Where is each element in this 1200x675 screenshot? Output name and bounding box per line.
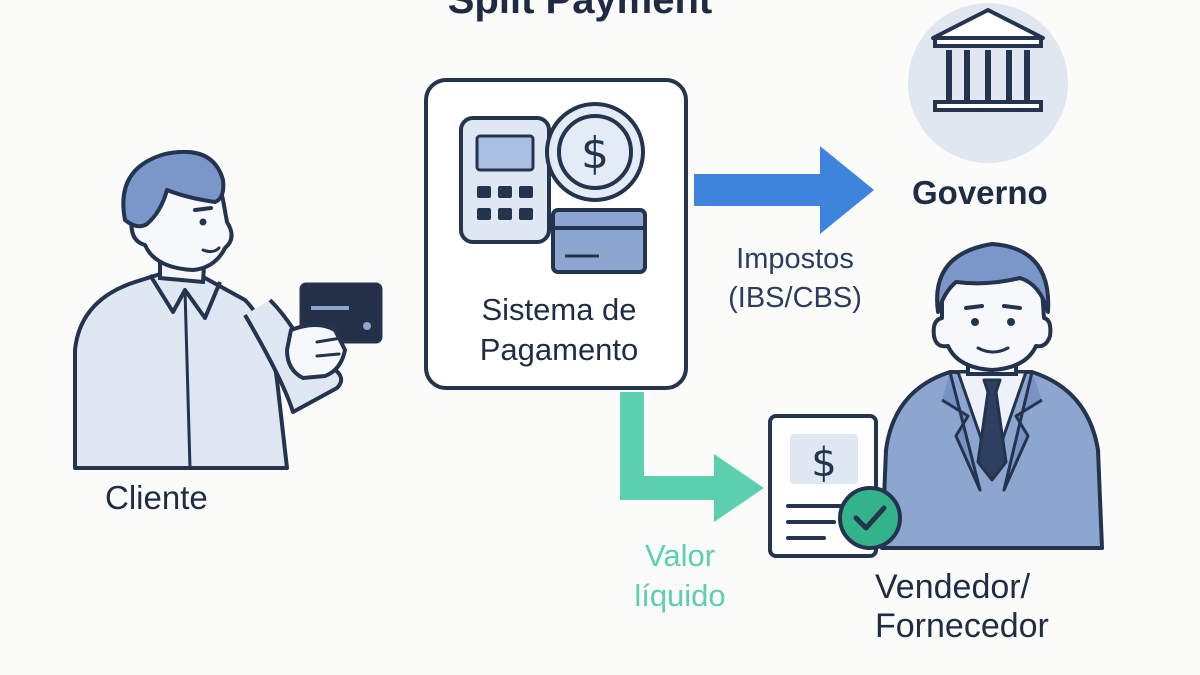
taxes-label-line2: (IBS/CBS) — [728, 282, 862, 315]
credit-card-icon — [551, 208, 647, 274]
taxes-label-line1: Impostos — [736, 243, 854, 275]
bank-icon — [908, 3, 1068, 163]
taxes-label: Impostos (IBS/CBS) — [700, 240, 890, 318]
payment-system-label-line1: Sistema de — [481, 292, 637, 327]
vendedor-label-line1: Vendedor/ — [875, 568, 1031, 606]
dollar-coin-icon: $ — [545, 102, 645, 202]
payment-system-label: Sistema de Pagamento — [428, 290, 690, 371]
vendedor-person-illustration — [880, 242, 1104, 550]
cliente-label: Cliente — [105, 479, 208, 516]
taxes-arrow — [694, 146, 874, 234]
vendedor-label: Vendedor/ Fornecedor — [875, 568, 1049, 646]
cliente-person-illustration — [73, 150, 383, 470]
net-value-label-line2: líquido — [634, 578, 726, 614]
payment-system-label-line2: Pagamento — [479, 332, 639, 368]
net-value-label: Valor líquido — [615, 536, 745, 617]
invoice-icon: $ — [768, 414, 902, 558]
net-value-label-line1: Valor — [644, 538, 716, 573]
diagram-title: Split Payment — [447, 0, 713, 22]
vendedor-label-line2: Fornecedor — [875, 607, 1049, 646]
governo-label: Governo — [912, 174, 1048, 211]
net-value-arrow — [620, 392, 764, 522]
coin-dollar-symbol: $ — [581, 128, 609, 179]
payment-system-icons: $ — [459, 102, 647, 274]
payment-terminal-icon — [459, 116, 551, 244]
invoice-dollar-symbol: $ — [811, 440, 836, 486]
check-icon — [838, 486, 902, 550]
